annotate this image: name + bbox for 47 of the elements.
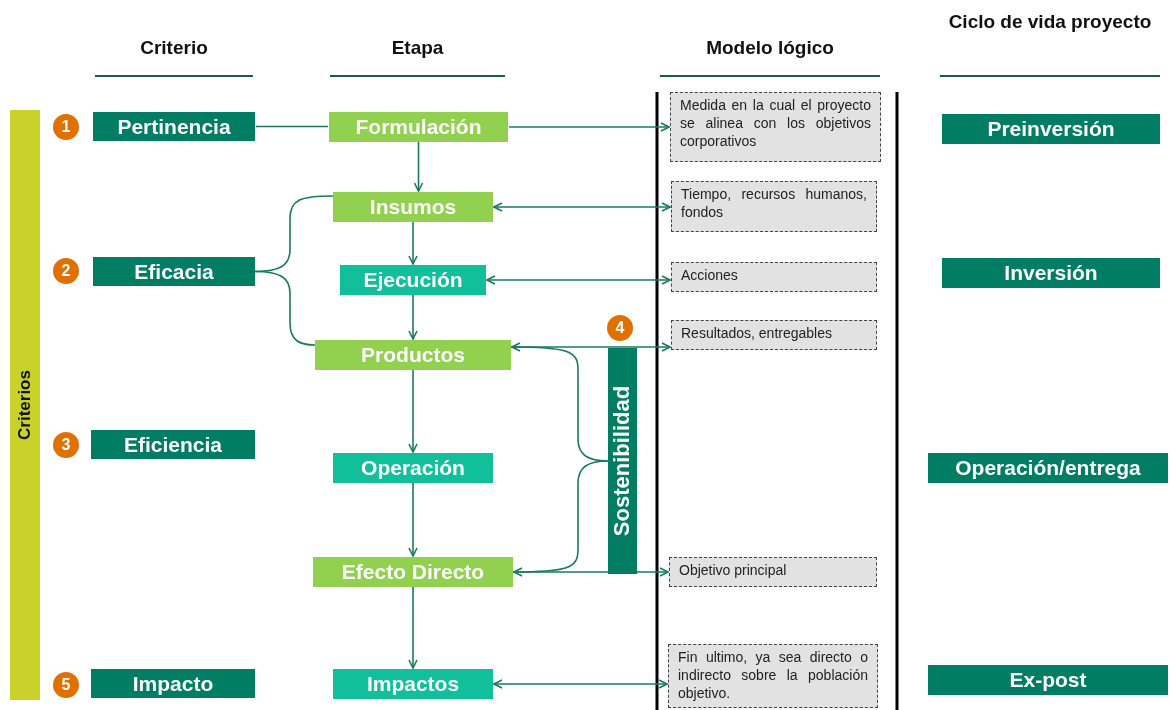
stage-box: Impactos — [333, 669, 493, 699]
arrow — [493, 202, 671, 212]
stage-box: Operación — [333, 453, 493, 483]
curly-brace — [254, 270, 316, 346]
column-header: Etapa — [390, 36, 445, 60]
callout-number: 4 — [607, 315, 633, 341]
column-header: Modelo lógico — [705, 36, 835, 60]
description-box: Resultados, entregables — [671, 320, 877, 350]
callout-number: 1 — [53, 114, 79, 140]
bar-label: Criterios — [15, 370, 35, 440]
arrow — [413, 141, 424, 192]
column-header: Criterio — [139, 36, 209, 60]
description-box: Fin ultimo, ya sea directo o indirecto sobre la población objetivo. — [668, 644, 878, 708]
description-box: Medida en la cual el proyecto se alinea con los objetivos corporativos — [670, 92, 881, 162]
stage-box: Ejecución — [340, 265, 486, 295]
callout-number: 3 — [53, 432, 79, 458]
callout-number: 5 — [53, 672, 79, 698]
arrow — [408, 586, 418, 669]
criteria-bar — [10, 110, 40, 700]
arrow — [486, 275, 671, 285]
sustainability-bar — [608, 348, 637, 574]
criterion-box: Eficiencia — [91, 430, 255, 459]
criterion-box: Eficacia — [93, 257, 255, 286]
arrow — [493, 679, 668, 689]
description-box: Tiempo, recursos humanos, fondos — [671, 181, 877, 232]
callout-number: 2 — [53, 258, 79, 284]
arrow — [408, 294, 418, 340]
criterion-box: Pertinencia — [93, 112, 255, 141]
stage-box: Productos — [315, 340, 511, 370]
arrow — [408, 369, 418, 453]
phase-box: Preinversión — [942, 114, 1160, 144]
stage-box: Efecto Directo — [313, 557, 513, 587]
bar-label: Sostenibilidad — [609, 385, 636, 537]
arrow — [511, 342, 671, 352]
arrow — [408, 482, 418, 557]
phase-box: Operación/entrega — [928, 453, 1168, 483]
criterion-box: Impacto — [91, 669, 255, 698]
phase-box: Ex-post — [928, 665, 1168, 695]
stage-box: Formulación — [329, 112, 508, 142]
description-box: Objetivo principal — [669, 557, 877, 587]
phase-box: Inversión — [942, 258, 1160, 288]
connector-line — [255, 125, 329, 128]
arrow — [408, 221, 418, 265]
stage-box: Insumos — [333, 192, 493, 222]
column-header: Ciclo de vida proyecto — [947, 10, 1153, 34]
description-box: Acciones — [671, 262, 877, 292]
arrow — [508, 122, 670, 132]
